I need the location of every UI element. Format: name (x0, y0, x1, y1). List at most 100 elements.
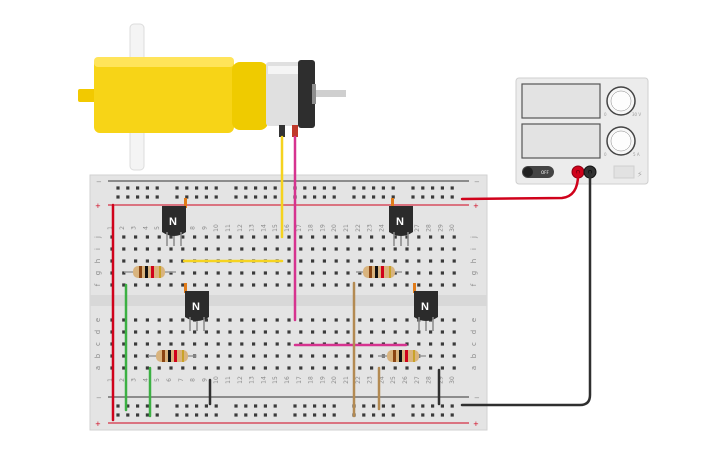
rail-hole[interactable] (372, 186, 376, 190)
rail-hole[interactable] (175, 404, 179, 408)
grid-hole[interactable] (381, 330, 385, 334)
grid-hole[interactable] (287, 283, 291, 287)
rail-hole[interactable] (254, 404, 258, 408)
rail-hole[interactable] (431, 413, 435, 417)
grid-hole[interactable] (440, 247, 444, 251)
rail-hole[interactable] (195, 195, 199, 199)
rail-hole[interactable] (450, 195, 454, 199)
rail-hole[interactable] (263, 195, 267, 199)
grid-hole[interactable] (193, 235, 197, 239)
grid-hole[interactable] (134, 259, 138, 263)
grid-hole[interactable] (204, 330, 208, 334)
grid-hole[interactable] (157, 366, 161, 370)
grid-hole[interactable] (417, 271, 421, 275)
grid-hole[interactable] (193, 366, 197, 370)
grid-hole[interactable] (157, 342, 161, 346)
transistor-q4[interactable]: N (413, 283, 438, 331)
grid-hole[interactable] (204, 235, 208, 239)
rail-hole[interactable] (244, 195, 248, 199)
grid-hole[interactable] (287, 235, 291, 239)
grid-hole[interactable] (452, 259, 456, 263)
rail-hole[interactable] (322, 413, 326, 417)
rail-hole[interactable] (293, 413, 297, 417)
rail-hole[interactable] (372, 404, 376, 408)
grid-hole[interactable] (122, 354, 126, 358)
grid-hole[interactable] (334, 259, 338, 263)
grid-hole[interactable] (440, 271, 444, 275)
resistors[interactable] (124, 266, 426, 362)
rail-hole[interactable] (116, 404, 120, 408)
rail-hole[interactable] (136, 404, 140, 408)
rail-hole[interactable] (431, 186, 435, 190)
rail-hole[interactable] (332, 186, 336, 190)
grid-hole[interactable] (440, 366, 444, 370)
grid-hole[interactable] (405, 259, 409, 263)
grid-hole[interactable] (381, 318, 385, 322)
rail-hole[interactable] (303, 413, 307, 417)
rail-hole[interactable] (263, 413, 267, 417)
rail-hole[interactable] (391, 186, 395, 190)
rail-hole[interactable] (293, 404, 297, 408)
grid-hole[interactable] (275, 283, 279, 287)
grid-hole[interactable] (440, 235, 444, 239)
grid-hole[interactable] (370, 235, 374, 239)
rail-hole[interactable] (204, 195, 208, 199)
rail-hole[interactable] (175, 413, 179, 417)
grid-hole[interactable] (346, 283, 350, 287)
rail-hole[interactable] (175, 195, 179, 199)
grid-hole[interactable] (370, 247, 374, 251)
grid-hole[interactable] (417, 330, 421, 334)
grid-hole[interactable] (275, 235, 279, 239)
grid-hole[interactable] (299, 366, 303, 370)
grid-hole[interactable] (452, 354, 456, 358)
resistor-4[interactable] (378, 350, 426, 362)
rail-hole[interactable] (214, 186, 218, 190)
grid-hole[interactable] (181, 271, 185, 275)
grid-hole[interactable] (275, 271, 279, 275)
grid-hole[interactable] (169, 366, 173, 370)
grid-hole[interactable] (311, 318, 315, 322)
motor-terminal-black[interactable] (279, 125, 285, 137)
rail-hole[interactable] (273, 413, 277, 417)
grid-hole[interactable] (252, 330, 256, 334)
grid-hole[interactable] (405, 283, 409, 287)
grid-hole[interactable] (299, 271, 303, 275)
grid-hole[interactable] (334, 271, 338, 275)
grid-hole[interactable] (358, 330, 362, 334)
rail-hole[interactable] (440, 195, 444, 199)
rail-hole[interactable] (303, 404, 307, 408)
grid-hole[interactable] (157, 235, 161, 239)
rail-hole[interactable] (145, 195, 149, 199)
rail-hole[interactable] (263, 404, 267, 408)
grid-hole[interactable] (145, 354, 149, 358)
grid-hole[interactable] (370, 283, 374, 287)
grid-hole[interactable] (429, 283, 433, 287)
grid-hole[interactable] (287, 354, 291, 358)
grid-hole[interactable] (346, 366, 350, 370)
rail-hole[interactable] (362, 195, 366, 199)
grid-hole[interactable] (216, 354, 220, 358)
rail-hole[interactable] (234, 195, 238, 199)
grid-hole[interactable] (334, 330, 338, 334)
grid-hole[interactable] (252, 283, 256, 287)
grid-hole[interactable] (169, 247, 173, 251)
grid-hole[interactable] (275, 247, 279, 251)
grid-hole[interactable] (322, 235, 326, 239)
transistor-q3[interactable]: N (184, 283, 209, 331)
grid-hole[interactable] (263, 283, 267, 287)
grid-hole[interactable] (322, 271, 326, 275)
rail-hole[interactable] (214, 413, 218, 417)
rail-hole[interactable] (332, 195, 336, 199)
rail-hole[interactable] (440, 413, 444, 417)
resistor-2[interactable] (356, 266, 402, 278)
grid-hole[interactable] (334, 354, 338, 358)
grid-hole[interactable] (193, 247, 197, 251)
grid-hole[interactable] (393, 259, 397, 263)
rail-hole[interactable] (204, 413, 208, 417)
transistor-q1[interactable]: N (162, 198, 187, 246)
grid-hole[interactable] (157, 318, 161, 322)
grid-hole[interactable] (252, 366, 256, 370)
resistor-3[interactable] (148, 350, 196, 362)
grid-hole[interactable] (322, 354, 326, 358)
grid-hole[interactable] (334, 247, 338, 251)
